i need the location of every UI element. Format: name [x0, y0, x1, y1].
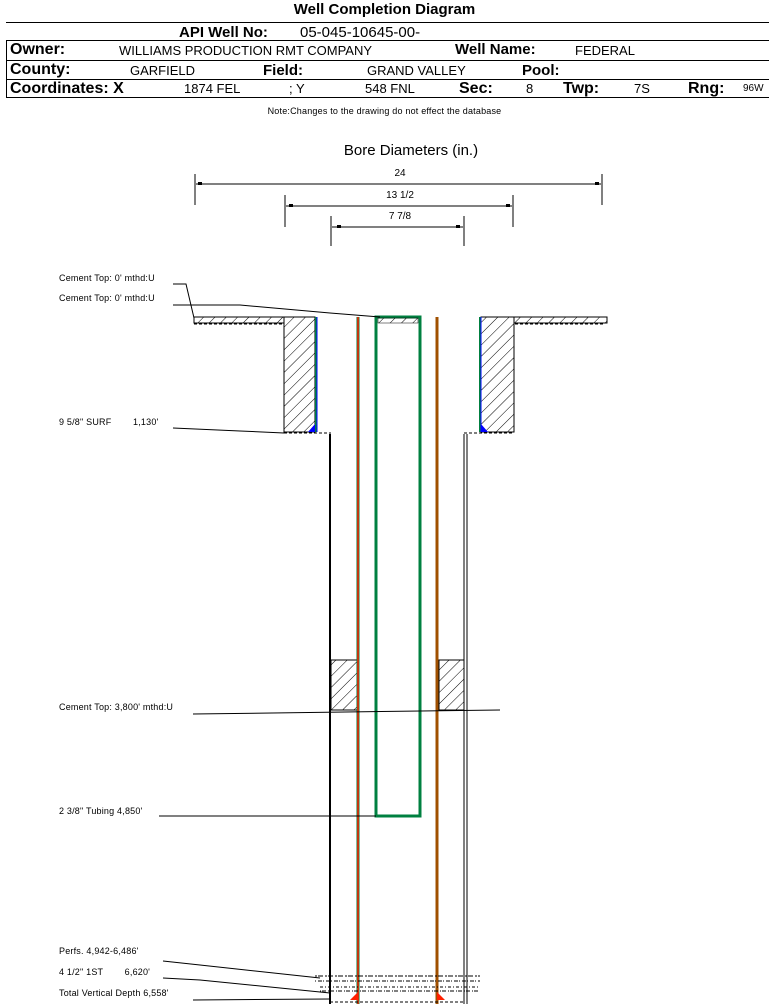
- owner-value: WILLIAMS PRODUCTION RMT COMPANY: [119, 43, 373, 58]
- callout-cement-top-3800: Cement Top: 3,800' mthd:U: [59, 702, 174, 712]
- sec-label: Sec:: [459, 80, 493, 97]
- field-value: GRAND VALLEY: [367, 63, 466, 78]
- field-label: Field:: [263, 62, 303, 79]
- header-border-bottom: [6, 97, 769, 98]
- dimension-7-7-8: [330, 216, 465, 246]
- diagram-title: Well Completion Diagram: [293, 1, 476, 18]
- tubing-hanger: [377, 317, 419, 324]
- callout-leaders: [159, 283, 501, 1001]
- header-border-left: [6, 40, 7, 97]
- twp-label: Twp:: [563, 80, 600, 97]
- callout-surface-casing: 9 5/8" SURF 1,130': [59, 417, 159, 427]
- dimension-13-1-2: [284, 195, 514, 227]
- callout-cement-top-0-a: Cement Top: 0' mthd:U: [59, 273, 155, 283]
- sec-value: 8: [526, 81, 534, 96]
- owner-label: Owner:: [10, 41, 66, 58]
- twp-value: 7S: [634, 81, 650, 96]
- api-well-no-value: 05-045-10645-00-: [300, 24, 421, 41]
- perforations: [315, 975, 480, 992]
- surface-cement-pad-left: [193, 316, 285, 325]
- cement-shoe-right: [481, 424, 488, 432]
- surface-cement-left: [283, 316, 316, 433]
- bore-diameter-label-13-1-2: 13 1/2: [386, 190, 414, 201]
- surface-cement-right: [480, 316, 515, 433]
- production-cement-left: [330, 659, 358, 711]
- rng-value: 96W: [743, 83, 764, 94]
- rng-label: Rng:: [688, 80, 725, 97]
- bore-diameters-title: Bore Diameters (in.): [343, 142, 479, 159]
- header-divider: [6, 60, 769, 61]
- cement-shoe-left: [308, 424, 315, 432]
- coordinates-label: Coordinates: X: [10, 80, 124, 97]
- production-cement-right: [438, 659, 465, 711]
- county-label: County:: [10, 61, 71, 78]
- surface-cement-pad-right: [513, 316, 608, 325]
- callout-total-vertical-depth: Total Vertical Depth 6,558': [59, 988, 169, 998]
- dimension-24: [194, 174, 603, 205]
- tubing-string: [374, 315, 422, 818]
- callout-tubing: 2 3/8" Tubing 4,850': [59, 806, 143, 816]
- api-well-no-label: API Well No:: [179, 24, 268, 41]
- header-divider: [6, 40, 769, 41]
- bore-diameter-label-24: 24: [394, 168, 406, 179]
- well-name-label: Well Name:: [455, 41, 536, 58]
- callout-cement-top-0-b: Cement Top: 0' mthd:U: [59, 293, 155, 303]
- pool-label: Pool:: [522, 62, 560, 79]
- callout-production-casing: 4 1/2" 1ST 6,620': [59, 967, 151, 977]
- bore-diameter-label-7-7-8: 7 7/8: [388, 211, 412, 222]
- coordinates-x-value: 1874 FEL: [184, 81, 241, 96]
- header-border-top: [6, 22, 769, 23]
- drawing-note: Note:Changes to the drawing do not effec…: [267, 106, 502, 116]
- casing-shoe-right: [437, 992, 445, 1000]
- coordinates-y-label: ; Y: [289, 81, 305, 96]
- header-divider: [6, 79, 769, 80]
- casing-shoe-left: [350, 992, 358, 1000]
- county-value: GARFIELD: [130, 63, 196, 78]
- coordinates-y-value: 548 FNL: [365, 81, 415, 96]
- callout-perforations: Perfs. 4,942-6,486': [59, 946, 139, 956]
- well-name-value: FEDERAL: [575, 43, 635, 58]
